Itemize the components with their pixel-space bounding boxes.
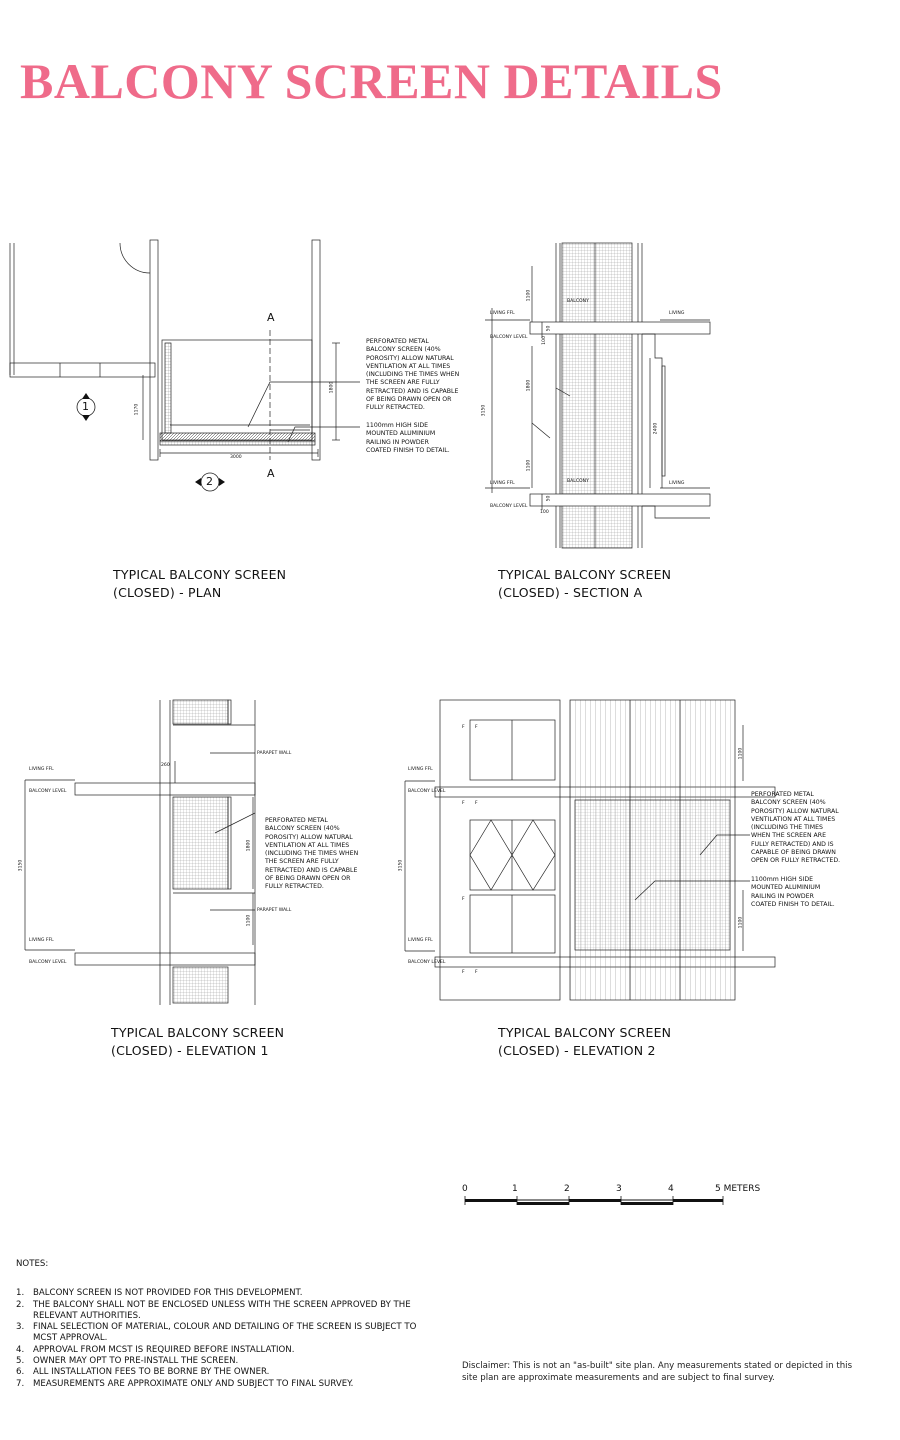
dim-width: 3000: [230, 455, 242, 460]
elevation-1-drawing: LIVING FFL BALCONY LEVEL LIVING FFL BALC…: [15, 695, 375, 1007]
elev1-dim-3150: 3150: [18, 859, 24, 872]
scale-bar: 0 1 2 3 4 5 METERS: [455, 1184, 775, 1224]
plan-drawing: A A 1 2 3000 1800 1170 PERFORATED METAL …: [0, 235, 460, 495]
scale-tick-4: 4: [668, 1184, 674, 1194]
page-title: BALCONY SCREEN DETAILS: [20, 53, 723, 109]
section-living-bottom: LIVING: [669, 481, 685, 486]
section-balcony-level-bottom: BALCONY LEVEL: [490, 504, 528, 509]
elev2-dim-1100-bottom: 1100: [738, 916, 744, 929]
section-balcony-bottom: BALCONY: [567, 479, 589, 484]
notes-block: NOTES: 1.BALCONY SCREEN IS NOT PROVIDED …: [16, 1259, 436, 1390]
elev2-f-7: F: [475, 970, 478, 975]
section-living-top: LIVING: [669, 311, 685, 316]
scale-tick-5: 5 METERS: [715, 1184, 761, 1194]
elev1-dim-1100: 1100: [246, 914, 252, 927]
section-a-drawing: LIVING FFL BALCONY LEVEL LIVING FFL BALC…: [470, 238, 720, 553]
elev1-parapet-wall-bottom: PARAPET WALL: [257, 908, 292, 913]
section-living-ffl-top: LIVING FFL: [490, 311, 515, 316]
callout-1-label: 1: [82, 400, 89, 413]
section-dim-100-top: 100: [541, 336, 547, 345]
list-item: 4.APPROVAL FROM MCST IS REQUIRED BEFORE …: [16, 1344, 295, 1355]
elev2-dim-3150: 3150: [398, 859, 404, 872]
scale-tick-3: 3: [616, 1184, 622, 1194]
elev1-parapet-wall-top: PARAPET WALL: [257, 751, 292, 756]
list-item: 2.THE BALCONY SHALL NOT BE ENCLOSED UNLE…: [16, 1299, 411, 1321]
section-dim-2400: 2400: [653, 422, 659, 435]
elevation-1-caption: TYPICAL BALCONY SCREEN (CLOSED) - ELEVAT…: [111, 1025, 285, 1058]
section-dim-1100-top: 1100: [526, 289, 532, 302]
elev2-dim-1100-top: 1100: [738, 747, 744, 760]
elev2-f-1: F: [462, 725, 465, 730]
notes-list: 1.BALCONY SCREEN IS NOT PROVIDED FOR THI…: [16, 1288, 436, 1390]
scale-tick-2: 2: [564, 1184, 570, 1194]
elev2-balcony-level-top: BALCONY LEVEL: [408, 789, 446, 794]
elev2-living-ffl-bottom: LIVING FFL: [408, 938, 433, 943]
dim-depth: 1800: [329, 381, 335, 394]
disclaimer: Disclaimer: This is not an "as-built" si…: [462, 1361, 853, 1383]
elevation-2-drawing: LIVING FFL BALCONY LEVEL LIVING FFL BALC…: [395, 695, 855, 1007]
elev1-living-ffl-bottom: LIVING FFL: [29, 938, 54, 943]
elev2-f-5: F: [462, 897, 465, 902]
elev1-balcony-level-bottom: BALCONY LEVEL: [29, 960, 67, 965]
plan-caption: TYPICAL BALCONY SCREEN (CLOSED) - PLAN: [113, 567, 287, 600]
elev2-living-ffl-top: LIVING FFL: [408, 767, 433, 772]
list-item: 3.FINAL SELECTION OF MATERIAL, COLOUR AN…: [16, 1322, 417, 1344]
list-item: 6.ALL INSTALLATION FEES TO BE BORNE BY T…: [16, 1367, 270, 1378]
elev2-f-2: F: [475, 725, 478, 730]
callout-2-label: 2: [206, 475, 213, 488]
elev1-dim-1800: 1800: [246, 839, 252, 852]
dim-left: 1170: [134, 403, 140, 416]
list-item: 5.OWNER MAY OPT TO PRE-INSTALL THE SCREE…: [16, 1356, 239, 1367]
section-mark-top: A: [267, 311, 275, 324]
elev2-f-3: F: [462, 801, 465, 806]
plan-screen-note: PERFORATED METAL BALCONY SCREEN (40% POR…: [366, 338, 460, 412]
section-dim-50-top: 50: [546, 325, 552, 332]
section-balcony-level-top: BALCONY LEVEL: [490, 335, 528, 340]
elev2-f-6: F: [462, 970, 465, 975]
section-dim-1100-bottom: 1100: [526, 459, 532, 472]
list-item: 1.BALCONY SCREEN IS NOT PROVIDED FOR THI…: [16, 1288, 303, 1299]
notes-heading: NOTES:: [16, 1259, 49, 1269]
elev1-dim-260: 260: [161, 763, 170, 768]
elev2-railing-note: 1100mm HIGH SIDE MOUNTED ALUMINIUM RAILI…: [751, 876, 835, 908]
elevation-2-caption: TYPICAL BALCONY SCREEN (CLOSED) - ELEVAT…: [498, 1025, 672, 1058]
section-dim-50-bottom: 50: [546, 495, 552, 502]
section-mark-bottom: A: [267, 467, 275, 480]
section-caption: TYPICAL BALCONY SCREEN (CLOSED) - SECTIO…: [498, 567, 672, 600]
elev1-balcony-level-top: BALCONY LEVEL: [29, 789, 67, 794]
section-dim-100-bottom: 100: [540, 510, 549, 515]
elev2-screen-note: PERFORATED METAL BALCONY SCREEN (40% POR…: [751, 791, 841, 865]
section-dim-1800: 1800: [526, 379, 532, 392]
scale-tick-0: 0: [462, 1184, 468, 1194]
elev1-living-ffl-top: LIVING FFL: [29, 767, 54, 772]
elev2-balcony-level-bottom: BALCONY LEVEL: [408, 960, 446, 965]
section-balcony-top: BALCONY: [567, 299, 589, 304]
list-item: 7.MEASUREMENTS ARE APPROXIMATE ONLY AND …: [16, 1378, 354, 1389]
section-living-ffl-bottom: LIVING FFL: [490, 481, 515, 486]
elev2-f-4: F: [475, 801, 478, 806]
plan-railing-note: 1100mm HIGH SIDE MOUNTED ALUMINIUM RAILI…: [366, 422, 450, 454]
scale-tick-1: 1: [512, 1184, 518, 1194]
elev1-screen-note: PERFORATED METAL BALCONY SCREEN (40% POR…: [265, 817, 359, 891]
section-dim-3150: 3150: [481, 404, 487, 417]
